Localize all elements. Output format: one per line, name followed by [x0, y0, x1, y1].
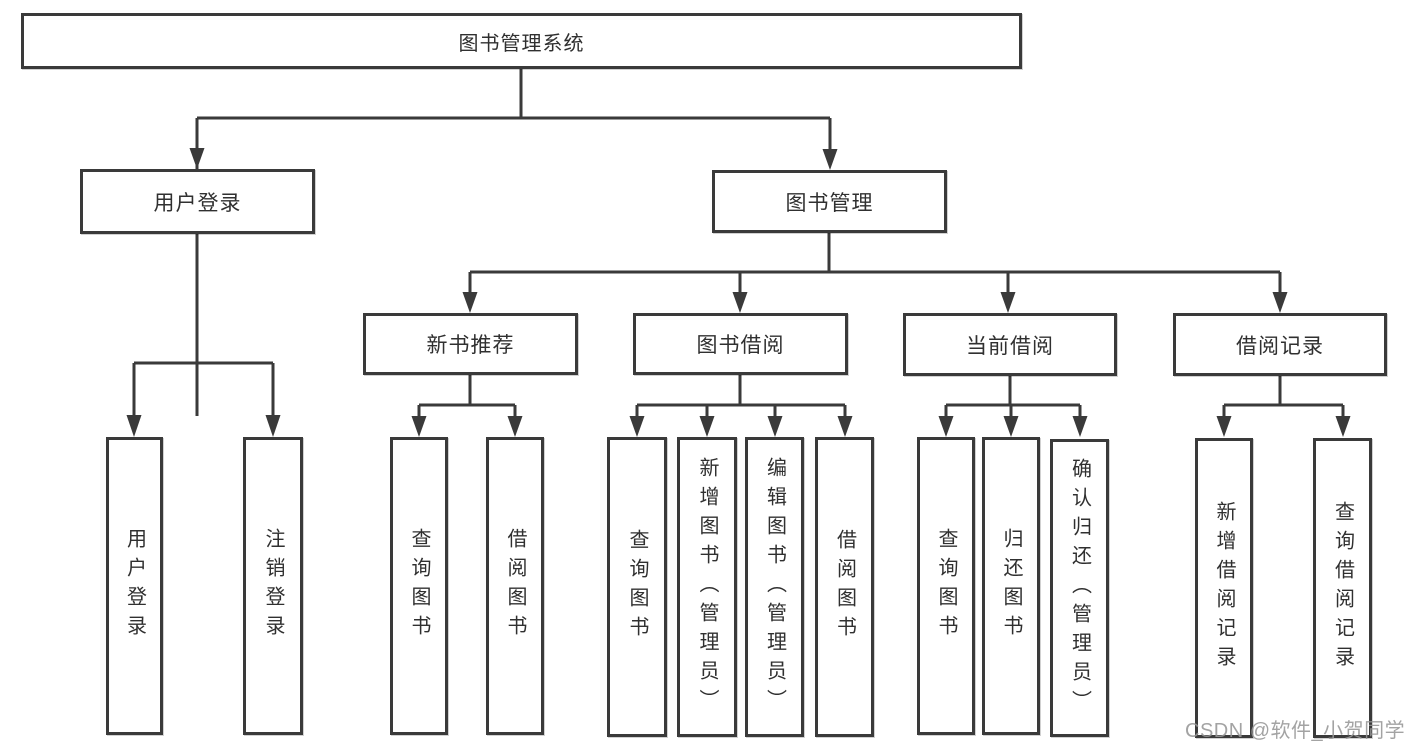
leaf-confirm-return-admin: 确认归还（管理员）: [1050, 439, 1109, 737]
connector-newbook-to-leaves: [417, 374, 517, 417]
leaf-query-books-current: 查询图书: [917, 437, 975, 735]
leaf-add-books-admin: 新增图书（管理员）: [677, 437, 737, 737]
node-label: 图书借阅: [696, 334, 785, 357]
leaf-logout: 注销登录: [243, 437, 303, 735]
node-label: 借阅图书: [504, 528, 526, 644]
leaf-query-books-recommend: 查询图书: [390, 437, 448, 735]
node-new-book-recommendation: 新书推荐: [363, 313, 578, 375]
leaf-return-books: 归还图书: [982, 437, 1040, 735]
node-label: 查询图书: [935, 528, 957, 644]
node-book-management: 图书管理: [712, 170, 947, 233]
node-current-borrowing: 当前借阅: [903, 313, 1117, 376]
leaf-query-books-borrowing: 查询图书: [607, 437, 667, 737]
node-borrowing-records: 借阅记录: [1173, 313, 1387, 376]
connector-bookmgmt-to-level3: [468, 232, 1282, 293]
leaf-user-login: 用户登录: [106, 437, 163, 735]
node-label: 新增图书（管理员）: [696, 456, 718, 718]
node-label: 查询借阅记录: [1331, 501, 1354, 675]
leaf-edit-books-admin: 编辑图书（管理员）: [745, 437, 804, 737]
node-label: 用户登录: [123, 528, 146, 644]
leaf-borrow-books-borrowing: 借阅图书: [815, 437, 874, 737]
node-label: 归还图书: [1000, 528, 1022, 644]
node-label: 用户登录: [153, 191, 242, 215]
node-user-login: 用户登录: [80, 169, 315, 234]
node-label: 借阅图书: [833, 529, 856, 645]
leaf-query-borrow-record: 查询借阅记录: [1313, 438, 1372, 738]
node-label: 注销登录: [262, 528, 284, 644]
node-label: 当前借阅: [966, 334, 1054, 358]
connector-records-to-leaves: [1222, 375, 1345, 417]
connector-borrow-to-leaves: [635, 374, 847, 417]
node-book-borrowing: 图书借阅: [633, 313, 848, 375]
node-label: 图书管理: [785, 191, 874, 215]
leaf-add-borrow-record: 新增借阅记录: [1195, 438, 1253, 738]
watermark: CSDN @软件_小贺同学: [1185, 720, 1405, 742]
leaf-borrow-books-recommend: 借阅图书: [486, 437, 544, 735]
node-label: 新增借阅记录: [1213, 501, 1235, 675]
node-label: 查询图书: [408, 528, 430, 644]
node-library-management-system: 图书管理系统: [21, 13, 1022, 69]
node-label: 图书管理系统: [458, 32, 585, 55]
node-label: 新书推荐: [426, 334, 515, 357]
connector-current-to-leaves: [944, 375, 1082, 417]
node-label: 确认归还（管理员）: [1068, 457, 1091, 719]
connector-userlogin-to-leaves: [132, 234, 275, 416]
node-label: 借阅记录: [1236, 334, 1324, 358]
node-label: 编辑图书（管理员）: [763, 456, 786, 718]
node-label: 查询图书: [626, 529, 648, 645]
